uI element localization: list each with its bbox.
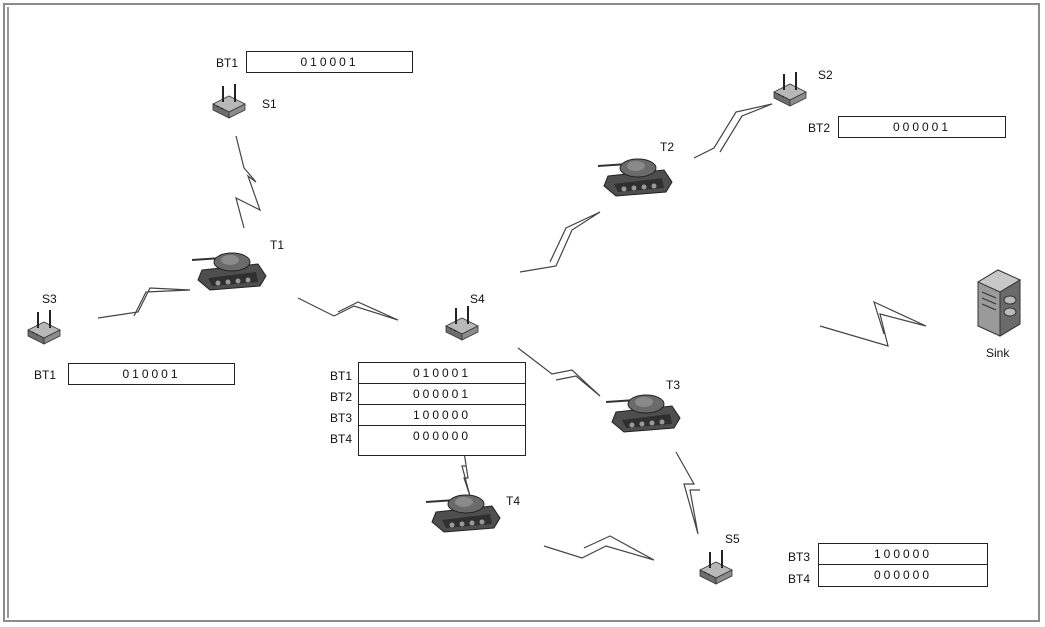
router-icon-s4 (446, 306, 478, 340)
table-s4-value-0: 010001 (359, 363, 525, 384)
router-icon-s1 (213, 84, 245, 118)
link-s4-t2 (520, 212, 600, 272)
link-t4-s5 (544, 536, 654, 560)
table-s4-key-0: BT1 (330, 369, 352, 383)
node-label-t1: T1 (270, 238, 284, 252)
table-s3-value-0: 010001 (68, 363, 235, 385)
table-s3-key-0: BT1 (34, 368, 56, 382)
link-s4-t3 (518, 348, 600, 396)
tank-icon-t1 (192, 253, 266, 290)
table-s4: 010001 000001 100000 000000 (358, 362, 526, 456)
table-s4-value-3: 000000 (359, 426, 525, 446)
node-label-t4: T4 (506, 494, 520, 508)
node-label-s5: S5 (725, 532, 740, 546)
table-s1-key-0: BT1 (216, 56, 238, 70)
table-s4-key-2: BT3 (330, 411, 352, 425)
node-label-s3: S3 (42, 292, 57, 306)
table-s5: 100000 000000 (818, 543, 988, 587)
table-s4-value-2: 100000 (359, 405, 525, 426)
table-s2-value-0: 000001 (838, 116, 1006, 138)
table-s4-key-3: BT4 (330, 432, 352, 446)
link-s4-t4 (462, 452, 470, 496)
link-sink (820, 302, 926, 346)
router-icon-s2 (774, 72, 806, 106)
node-label-t2: T2 (660, 140, 674, 154)
table-s4-key-1: BT2 (330, 390, 352, 404)
node-label-t3: T3 (666, 378, 680, 392)
table-s5-value-1: 000000 (819, 565, 987, 585)
table-s5-key-1: BT4 (788, 572, 810, 586)
table-s4-value-1: 000001 (359, 384, 525, 405)
node-label-s2: S2 (818, 68, 833, 82)
tank-icon-t2 (598, 159, 672, 196)
link-t3-s5 (676, 452, 700, 534)
table-s1-value-0: 010001 (246, 51, 413, 73)
router-icon-s3 (28, 310, 60, 344)
node-label-s4: S4 (470, 292, 485, 306)
server-icon-sink (978, 270, 1020, 336)
link-s3-t1 (98, 288, 190, 318)
link-s1-t1 (236, 136, 260, 228)
router-icon-s5 (700, 550, 732, 584)
tank-icon-t3 (606, 395, 680, 432)
table-s5-key-0: BT3 (788, 550, 810, 564)
table-s5-value-0: 100000 (819, 544, 987, 565)
link-t1-s4 (298, 298, 398, 320)
node-label-s1: S1 (262, 97, 277, 111)
node-label-sink: Sink (986, 346, 1009, 360)
tank-icon-t4 (426, 495, 500, 532)
link-t2-s2 (694, 104, 772, 158)
table-s2-key-0: BT2 (808, 121, 830, 135)
